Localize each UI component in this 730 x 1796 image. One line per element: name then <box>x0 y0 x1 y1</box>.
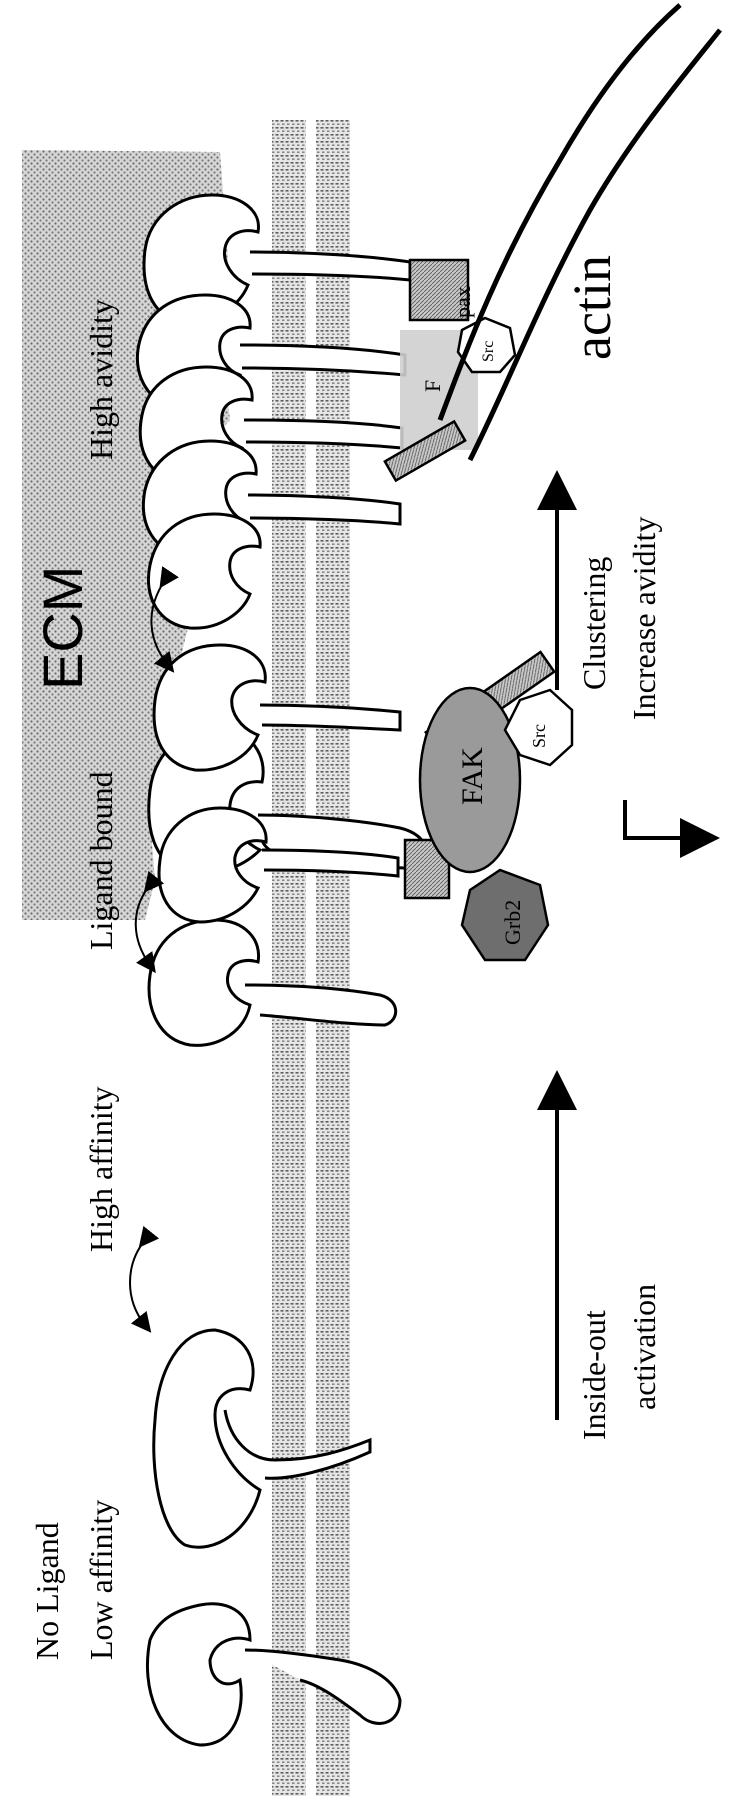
activation-label: activation <box>626 1284 662 1410</box>
actin-filament-2 <box>470 30 720 460</box>
inside-out-label: Inside-out <box>576 1310 612 1440</box>
high-avidity-label: High avidity <box>83 299 119 460</box>
ecm-label: ECM <box>31 566 94 690</box>
fak-label: FAK <box>456 747 489 805</box>
grb2-label: Grb2 <box>500 900 525 945</box>
membrane-outer-leaflet <box>272 120 306 1796</box>
f-label: F <box>420 380 445 392</box>
src-label-cluster: Src <box>480 341 497 362</box>
clustering-label: Clustering <box>576 557 612 690</box>
signaling-complex-ligand-bound: FAK Grb2 Src <box>405 652 572 960</box>
equilibrium-arrow-1 <box>130 1240 145 1325</box>
pax-label: pax <box>450 286 475 318</box>
src-label-ligand: Src <box>529 724 549 748</box>
no-ligand-label: No Ligand <box>29 1522 65 1660</box>
ligand-bound-label: Ligand bound <box>83 771 119 950</box>
increase-avidity-label: Increase avidity <box>626 517 662 720</box>
low-affinity-label: Low affinity <box>83 1500 119 1660</box>
high-affinity-label: High affinity <box>83 1086 119 1252</box>
actin-label: actin <box>562 255 622 360</box>
signaling-complex-cluster: pax F Src <box>385 260 515 481</box>
